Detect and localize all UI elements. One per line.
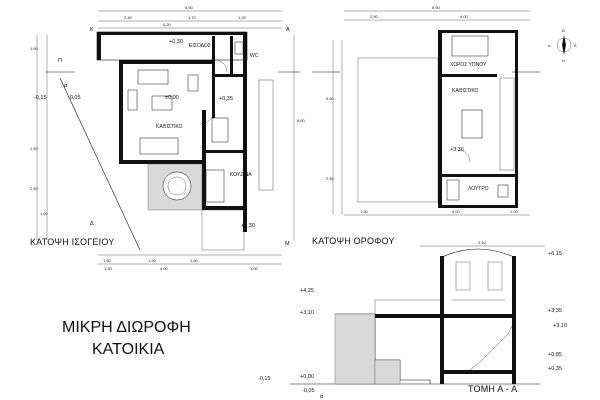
compass-n: B <box>562 28 565 33</box>
room-entrance: ΕΙΣΟΔΟΣ <box>189 43 211 49</box>
title-line-1: ΜΙΚΡΗ ΔΙΩΡΟΦΗ <box>62 319 191 336</box>
sofa-2 <box>139 137 179 155</box>
marker-a1: A <box>286 27 290 33</box>
level-g-left1: -0,15 <box>34 95 47 101</box>
marker-alpha-section: α <box>320 394 324 400</box>
dim-g-left-2: 1,40 <box>30 146 39 151</box>
dim-g-top-3: 1,70 <box>188 15 197 20</box>
room-kitchen: ΚΟΥΖΙΝΑ <box>230 172 252 178</box>
dim-g-top2-0: 4,20 <box>163 22 172 27</box>
dim-u-left-1: 5,50 <box>326 96 335 101</box>
round-table <box>162 171 192 201</box>
level-g-030-top: +0,30 <box>169 39 183 45</box>
dim-g-bottom2-2: 1,20 <box>148 258 157 263</box>
level-g-left2: -0,05 <box>68 95 81 101</box>
level-s-m015: -0,15 <box>258 376 271 382</box>
ground-floor-plan: 6,50 2,40 1,70 1,25 4,20 1,80 1,40 2,40 … <box>30 5 306 271</box>
dim-g-left-5: 1,60 <box>40 211 49 216</box>
caption-ground: ΚΑΤΟΨΗ ΙΣΟΓΕΙΟΥ <box>30 237 114 247</box>
room-bedroom: ΧΩΡΟΣ ΥΠΝΟΥ <box>450 62 487 68</box>
room-bath: ΛΟΥΤΡΟ <box>468 186 489 192</box>
bathtub <box>446 179 460 201</box>
level-g-030-bot: +0,30 <box>241 223 255 229</box>
basin <box>497 184 509 198</box>
dim-u-bottom-0: 1,50 <box>360 209 369 214</box>
dim-u-top-1: 4,00 <box>460 14 469 19</box>
dim-u-bottom-2: 1,00 <box>510 209 519 214</box>
sofa <box>137 69 169 85</box>
bed <box>451 35 489 57</box>
dim-g-left-0: 1,80 <box>30 46 39 51</box>
title-block: ΜΙΚΡΗ ΔΙΩΡΟΦΗ ΚΑΤΟΙΚΙΑ <box>62 319 191 358</box>
compass-w: Δ <box>548 43 551 48</box>
upper-table <box>461 109 483 139</box>
dim-g-left-4: 2,40 <box>30 186 39 191</box>
compass-e: A <box>574 43 577 48</box>
level-s-310r: +3,10 <box>553 323 567 329</box>
dim-u-left-2: 2,40 <box>326 176 335 181</box>
level-s-035: +0,35 <box>548 366 562 372</box>
level-s-615: +6,15 <box>548 251 562 257</box>
compass-s: N <box>562 58 565 63</box>
level-u-336: +3,36 <box>450 147 464 153</box>
caption-upper: ΚΑΤΟΨΗ ΟΡΟΦΟΥ <box>312 236 395 246</box>
level-s-000: +0,00 <box>300 374 314 380</box>
ground-stairs <box>258 79 274 191</box>
level-s-335: +3,35 <box>548 308 562 314</box>
dim-g-total: 6,50 <box>185 5 194 10</box>
kitchen-counter <box>205 169 225 203</box>
level-g-000: ±0,00 <box>165 95 179 101</box>
dim-u-bottom-1: 4,00 <box>452 209 461 214</box>
north-compass: B N A Δ <box>548 28 577 63</box>
room-wc: WC <box>250 53 259 59</box>
marker-d: Δ <box>90 221 94 227</box>
marker-m: M <box>285 241 290 247</box>
dim-g-top-5: 1,25 <box>238 15 247 20</box>
dim-g-right: 8,60 <box>297 118 306 123</box>
title-line-2: ΚΑΤΟΙΚΙΑ <box>92 341 165 358</box>
dim-section-0: 3,40 <box>478 240 487 245</box>
dim-u-total: 6,50 <box>432 5 441 10</box>
coffee-table <box>151 95 173 111</box>
level-g-035: +0,35 <box>219 96 233 102</box>
upper-floor-plan: 6,50 2,50 4,00 5,50 2,40 4,00 1,50 1,00 … <box>312 5 577 246</box>
dim-g-bottom2-0: 1,50 <box>103 258 112 263</box>
level-s-085: +0,85 <box>548 352 562 358</box>
section-a-a: 3,40 +6,15 +4,25 +3,10 +3,35 +3,10 +0,85… <box>258 240 567 400</box>
dim-g-bottom2-3: 1,60 <box>190 258 199 263</box>
room-living-up: ΚΑΘΙΣΤΙΚΟ <box>452 88 479 94</box>
marker-k: K <box>90 27 94 33</box>
level-s-m005: -0,05 <box>302 388 315 394</box>
marker-alpha: α <box>64 83 68 89</box>
room-living: ΚΑΘΙΣΤΙΚΟ <box>156 124 183 130</box>
dim-u-top-0: 2,50 <box>370 14 379 19</box>
dim-g-bottom-0: 1,50 <box>104 266 113 271</box>
dim-g-bottom-2: 1,00 <box>250 266 259 271</box>
dim-g-bottom-1: 4,00 <box>160 266 169 271</box>
dining-table <box>211 117 229 143</box>
wc-fixture <box>234 41 244 55</box>
dim-g-top-1: 2,40 <box>124 15 133 20</box>
upper-stairs <box>499 77 515 171</box>
level-s-310: +3,10 <box>300 310 314 316</box>
marker-p: Π <box>58 58 62 64</box>
level-s-425: +4,25 <box>300 288 314 294</box>
caption-section: ΤΟΜΗ Α - Α <box>468 384 517 394</box>
